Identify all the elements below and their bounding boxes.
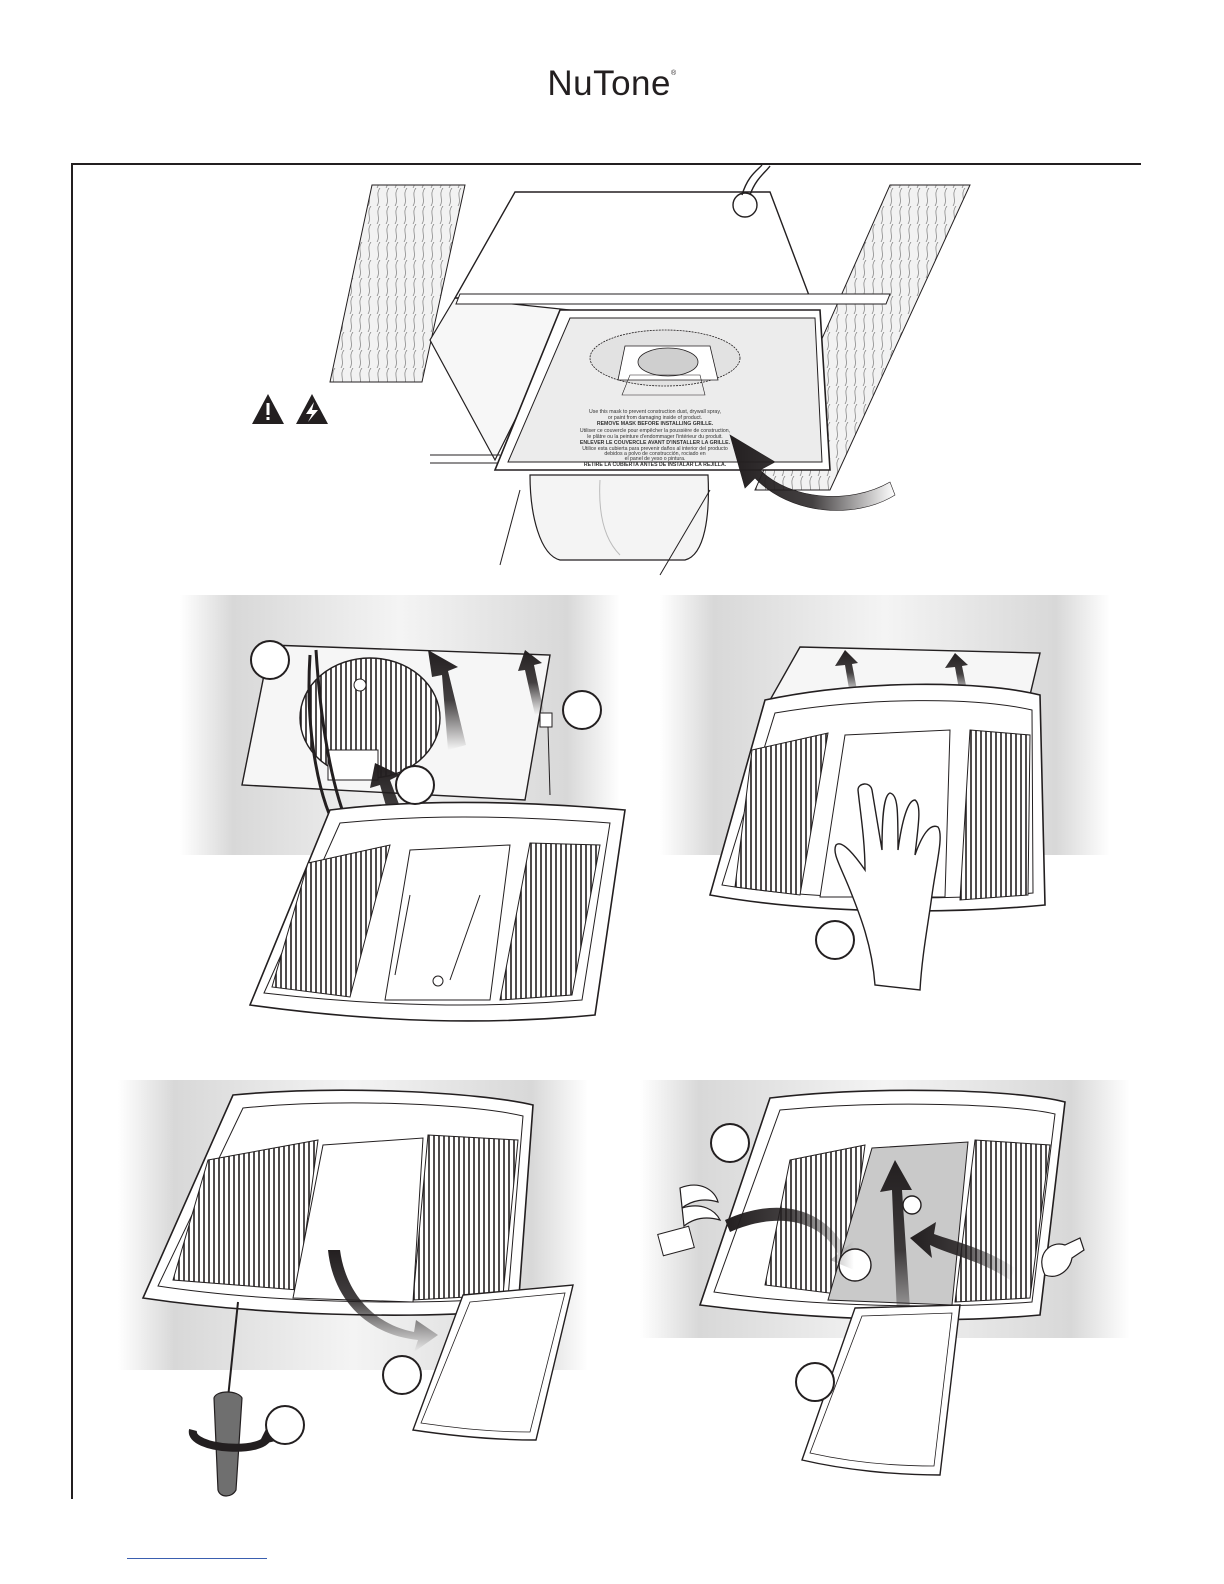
housing-left-side <box>429 297 571 462</box>
trademark-mark: ® <box>670 70 677 77</box>
mask-text-line-9: el panel de yeso o pintura. <box>625 456 686 462</box>
lens-install-arrow <box>880 1160 912 1340</box>
night-light-bulb-icon <box>1041 1237 1085 1277</box>
callout-circle-a <box>250 640 290 680</box>
callout-circle-f <box>265 1405 305 1445</box>
mask-text-line-8: debidos a polvo de construcción, rociado… <box>604 451 705 457</box>
warning-icons <box>252 394 328 424</box>
mask-text-line-7: Utilice esta cubierta para prevenir daño… <box>582 446 728 452</box>
lamp-socket-right <box>902 1195 922 1215</box>
callout-circle-d <box>815 920 855 960</box>
figure-attach-grille <box>180 595 626 1022</box>
mounting-bar <box>455 293 891 305</box>
figure-housing-mask: Use this mask to prevent construction du… <box>329 164 971 576</box>
figure-install-lamps <box>640 1080 1130 1476</box>
grille <box>141 1089 534 1316</box>
callout-circle-b <box>562 690 602 730</box>
light-lens <box>801 1304 961 1476</box>
figure-press-grille <box>660 595 1110 991</box>
remove-mask-arrow <box>729 434 896 511</box>
light-lens <box>412 1284 574 1441</box>
cfl-lamp-icon <box>657 1184 722 1257</box>
left-joist <box>329 184 466 383</box>
page-frame-left-rule <box>71 163 73 1499</box>
electrical-hazard-icon <box>296 394 328 424</box>
callout-circle-h <box>795 1362 835 1402</box>
mask-text-line-3: REMOVE MASK BEFORE INSTALLING GRILLE. <box>597 421 714 427</box>
grille <box>248 801 626 1022</box>
cfl-insert-arrow <box>725 1207 854 1270</box>
mask-text-line-4: Utiliser ce couvercle pour empêcher la p… <box>580 428 730 434</box>
figure-remove-lens <box>118 1080 588 1497</box>
construction-mask <box>507 317 823 463</box>
lens-removal-arrow <box>328 1250 438 1352</box>
cable-connector <box>732 192 758 218</box>
callout-circle-g <box>710 1123 750 1163</box>
mask-text-line-10: RETIRE LA CUBIERTA ANTES DE INSTALAR LA … <box>584 462 727 468</box>
mask-text-line-5: le plâtre ou la peinture d'endommager l'… <box>587 434 723 440</box>
hand <box>834 783 941 991</box>
caution-icon <box>252 394 284 424</box>
mask-text-line-6: ENLEVER LE COUVERCLE AVANT D'INSTALLER L… <box>580 440 731 446</box>
bulb-insert-arrow <box>910 1222 1015 1280</box>
brand-name: NuTone <box>547 64 671 103</box>
callout-circle-e <box>382 1355 422 1395</box>
footer-link-underline[interactable] <box>127 1558 267 1559</box>
brand-logo: NuTone® <box>0 64 1224 104</box>
light-plug <box>539 712 553 728</box>
page-frame-top-rule <box>71 163 1141 165</box>
mask-text-line-2: or paint from damaging inside of product… <box>608 415 702 421</box>
mask-text-line-1: Use this mask to prevent construction du… <box>589 409 721 415</box>
up-arrow-left <box>835 650 858 695</box>
up-arrow-right <box>518 650 544 715</box>
callout-circle-c <box>395 765 435 805</box>
mask-label-text: Use this mask to prevent construction du… <box>580 409 731 468</box>
up-arrow-center <box>428 650 466 750</box>
duct-collar <box>529 474 709 561</box>
